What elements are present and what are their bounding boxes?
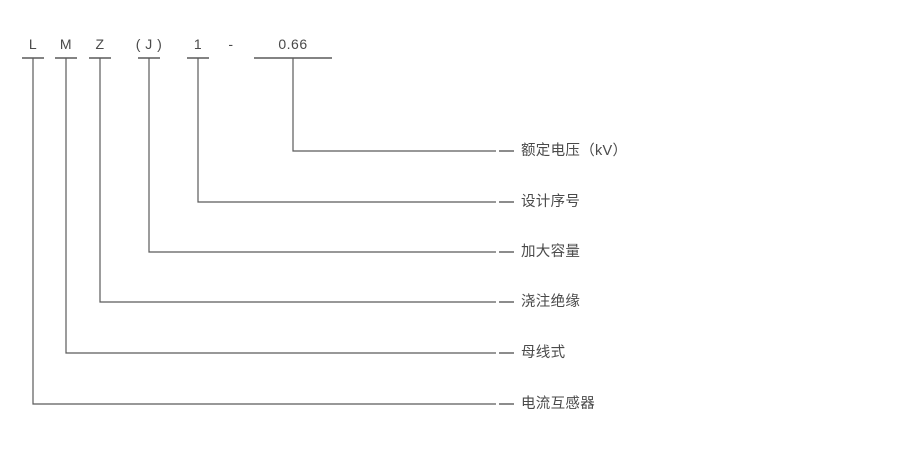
leader-lines-group: [32, 58, 496, 405]
code-segment-seg-m: M: [59, 36, 73, 52]
code-segment-seg-1: 1: [193, 36, 203, 52]
leader-design-serial-label: 设计序号: [521, 194, 581, 210]
leader-current-transformer-line: [32, 58, 496, 405]
code-segment-seg-066: 0.66: [278, 36, 308, 52]
leader-busbar-type-label: 母线式: [521, 345, 566, 361]
code-segment-seg-l: L: [28, 36, 38, 52]
leader-cast-insulation-line: [99, 58, 496, 303]
leader-cast-insulation-label: 浇注绝缘: [521, 294, 581, 310]
leader-busbar-type-line: [65, 58, 496, 354]
leader-design-serial-line: [197, 58, 496, 203]
code-segment-seg-z: Z: [95, 36, 105, 52]
leader-current-transformer-label: 电流互感器: [521, 396, 595, 412]
leader-rated-voltage-label: 额定电压（kV）: [521, 143, 628, 159]
code-segment-seg-j: ( J ): [135, 36, 163, 52]
leader-increased-cap-line: [148, 58, 496, 253]
leader-rated-voltage-line: [292, 58, 496, 152]
leader-dash-markers-group: [499, 150, 514, 405]
leader-increased-cap-label: 加大容量: [521, 244, 581, 260]
code-segment-seg-dash: -: [228, 36, 234, 52]
